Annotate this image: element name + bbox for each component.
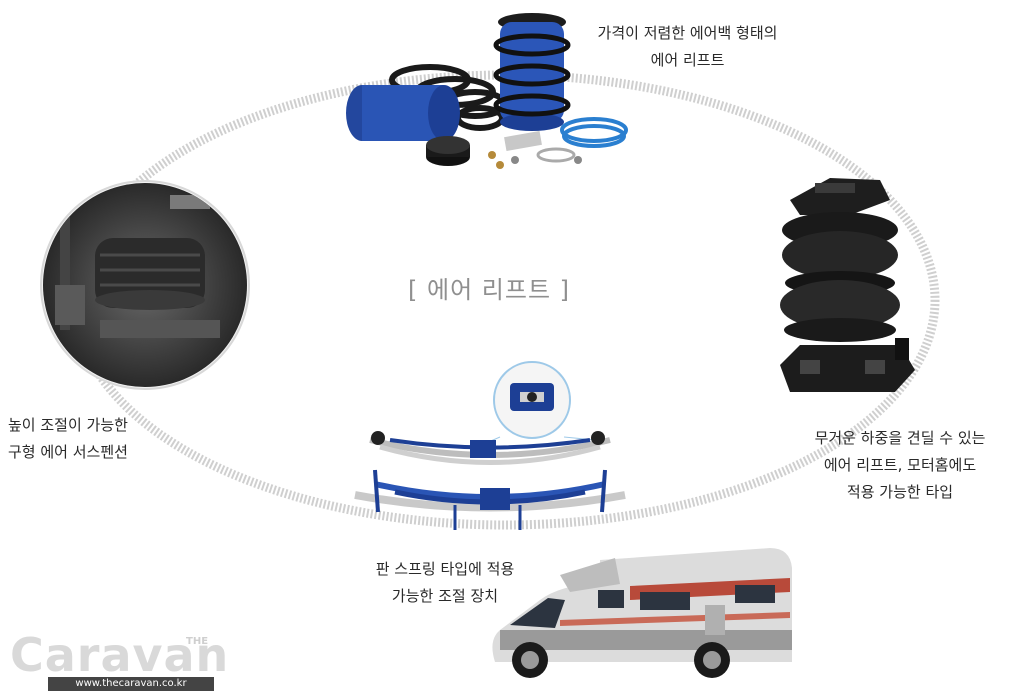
caption-right-line-3: 적용 가능한 타입 [846, 483, 954, 501]
caption-right-line-1: 무거운 하중을 견딜 수 있는 [814, 429, 986, 447]
caption-bottom-line-2: 가능한 조절 장치 [391, 587, 499, 605]
watermark-prefix: THE [186, 636, 209, 647]
watermark-brand: Caravan [10, 628, 230, 682]
caption-top-line-1: 가격이 저렴한 에어백 형태의 [597, 24, 778, 42]
caption-bottom-line-1: 판 스프링 타입에 적용 [375, 560, 515, 578]
caption-left: 높이 조절이 가능한 구형 에어 서스펜션 [8, 412, 168, 466]
caption-right-line-2: 에어 리프트, 모터홈에도 [823, 456, 977, 474]
caption-left-line-1: 높이 조절이 가능한 [8, 416, 128, 434]
caption-right: 무거운 하중을 견딜 수 있는 에어 리프트, 모터홈에도 적용 가능한 타입 [790, 425, 1010, 506]
caption-left-line-2: 구형 에어 서스펜션 [8, 443, 128, 461]
caption-bottom: 판 스프링 타입에 적용 가능한 조절 장치 [345, 556, 545, 610]
caption-top-line-2: 에어 리프트 [650, 51, 725, 69]
diagram-title: [ 에어 리프트 ] [408, 276, 571, 304]
caption-top: 가격이 저렴한 에어백 형태의 에어 리프트 [575, 20, 800, 74]
watermark-url: www.thecaravan.co.kr [48, 677, 214, 691]
